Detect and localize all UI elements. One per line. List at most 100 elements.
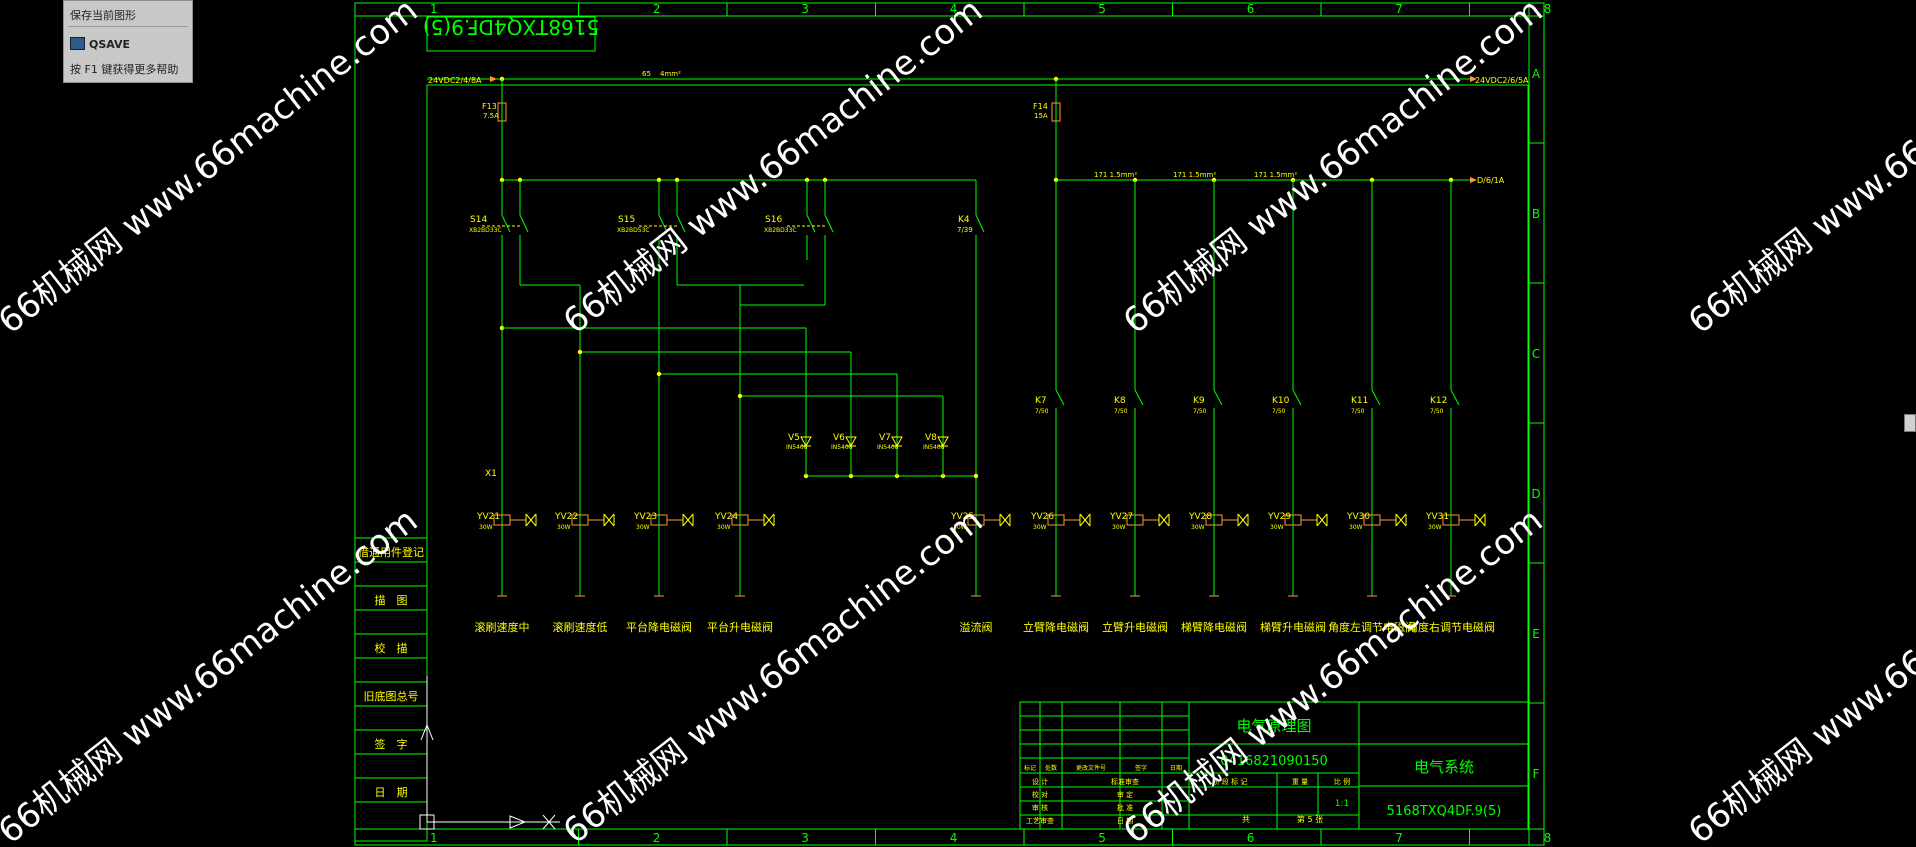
valve-symbol [999,513,1011,527]
relay-ref: 7/50 [1272,408,1286,415]
valve-name: YV31 [1425,512,1449,522]
switch-name: S16 [765,215,782,225]
valve-rating: 30W [1112,524,1126,531]
valve-rating: 30W [1033,524,1047,531]
relay-ref: 7/50 [1114,408,1128,415]
left-panel-label: 借通用件登记 [358,545,424,559]
diode-name: V6 [833,433,845,443]
valve-symbol [682,513,694,527]
diode-part: IN5408 [831,444,853,451]
tb-header: 标记 [1024,764,1036,772]
tb-system: 电气系统 [1414,758,1474,776]
valve-symbol [525,513,537,527]
ucs-arrow-x [509,815,527,829]
fuse-right-rating: 15A [1034,112,1048,120]
stamp-code: 5168TXQ4DF.9(5) [423,15,599,39]
watermark: 66机械网 www.66machine.com [1681,500,1916,847]
valve-function-label: 角度右调节电磁阀 [1407,620,1495,634]
left-panel-label: 签 字 [375,737,408,751]
switch-name: S15 [618,215,635,225]
col-number-top: 3 [801,2,809,16]
valve-rating: 30W [717,524,731,531]
relay-name: K11 [1351,396,1368,406]
row-letter: B [1532,207,1540,221]
tb-header: 处数 [1045,764,1057,772]
row-letter: D [1531,487,1540,501]
watermark: 66机械网 www.66machine.com [1681,0,1916,342]
bus-right-label: 24VDC2/6/5A [1475,76,1529,85]
relay-name: K7 [1035,396,1047,406]
diode-part: IN5408 [786,444,808,451]
relay-contact [1450,389,1460,406]
valve-rating: 30W [1270,524,1284,531]
ucs-origin [419,814,435,830]
tooltip-command: QSAVE [70,37,130,51]
col-number-top: 5 [1098,2,1106,16]
junction-dot [737,393,743,399]
switch-name: S14 [470,215,487,225]
save-icon [70,37,85,50]
valve-symbol [1079,513,1091,527]
diode-name: V8 [925,433,937,443]
valve-function-label: 梯臂升电磁阀 [1260,620,1326,634]
tb-ratio: 1:1 [1335,799,1349,809]
valve-name: YV29 [1267,512,1291,522]
valve-symbol [1474,513,1486,527]
valve-function-label: 平台降电磁阀 [626,620,692,634]
relay-contact [1213,389,1223,406]
col-number-top: 1 [430,2,438,16]
diode-name: V7 [879,433,891,443]
tooltip-divider [68,26,188,27]
valve-function-label: 角度左调节电磁阀 [1328,620,1416,634]
relay-ref: 7/50 [1035,408,1049,415]
tooltip-help: 按 F1 键获得更多帮助 [70,63,179,76]
wire-number: 171 1.5mm² [1094,171,1137,179]
ucs-arrow-y [420,723,434,741]
col-number-top: 7 [1395,2,1403,16]
tb-role2: 日 期 [1117,817,1133,825]
diode-symbol [891,436,903,448]
col-number-top: 8 [1544,2,1552,16]
relay-name: K10 [1272,396,1290,406]
valve-symbol [763,513,775,527]
watermark: 66机械网 www.66machine.com [1116,500,1550,847]
valve-rating: 30W [636,524,650,531]
title-block [1019,701,1530,830]
left-panel-label: 描 图 [375,593,408,607]
tb-drawing-number: 0416821090150 [1220,754,1328,769]
valve-function-label: 立臂降电磁阀 [1023,620,1089,634]
valve-name: YV25 [950,512,974,522]
tb-header: 签字 [1135,764,1147,772]
fuse-left-body [497,102,507,122]
tb-grid-header: 重 量 [1292,778,1308,786]
switch-contact [501,214,511,233]
relay-ref: 7/50 [1430,408,1444,415]
relay-contact [1055,389,1065,406]
left-panel-label: 校 描 [375,641,408,655]
switch-part: XB2BD53C [617,227,650,234]
tooltip-title: 保存当前图形 [70,9,136,22]
bus-arrow [1470,76,1477,82]
left-panel-label: 旧底图总号 [364,689,419,703]
wire-size: 4mm² [660,70,681,78]
diode-symbol [800,436,812,448]
stamp-box [426,16,596,52]
tb-role: 校 对 [1032,790,1048,799]
row-letter: C [1532,347,1540,361]
tb-grid-header: 比 例 [1334,777,1350,786]
col-number-bottom: 8 [1544,831,1552,845]
relay-name: K9 [1193,396,1205,406]
tb-code: 5168TXQ4DF.9(5) [1387,804,1502,819]
valve-name: YV26 [1030,512,1054,522]
valve-function-label: 滚刷速度低 [553,620,608,634]
col-number-top: 4 [950,2,958,16]
tb-role: 审 核 [1032,803,1048,812]
valve-function-label: 立臂升电磁阀 [1102,620,1168,634]
relay-ref: 7/50 [1351,408,1365,415]
row-letter: A [1532,67,1541,81]
tb-role2: 审 定 [1117,790,1133,799]
relay-name: K8 [1114,396,1126,406]
diode-name: V5 [788,433,800,443]
valve-name: YV23 [633,512,657,522]
